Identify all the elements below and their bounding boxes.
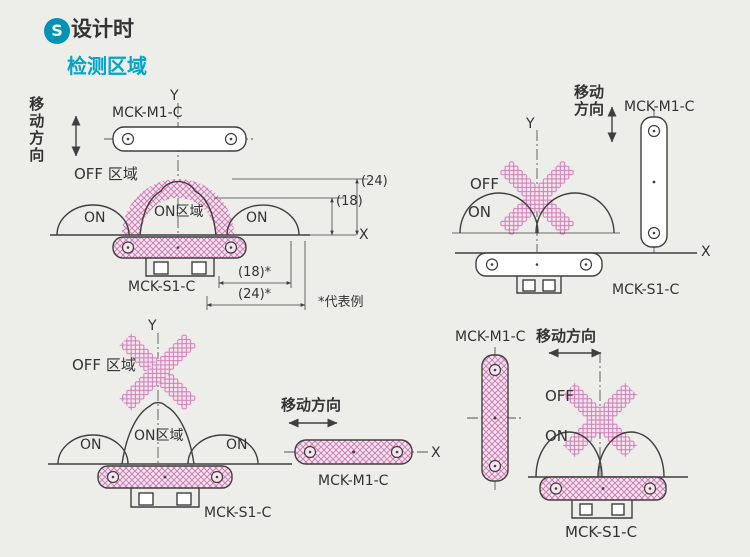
on-lobe-left [56, 204, 130, 236]
on-zone-label: ON [84, 210, 106, 226]
on-lobe-right [187, 434, 259, 465]
magnet-model-label: MCK-M1-C [455, 329, 526, 345]
sensor-model-label: MCK-S1-C [128, 279, 196, 295]
magnet-model-label: MCK-M1-C [112, 105, 183, 121]
diagram-bottom-middle [284, 418, 428, 465]
sensor-bracket [571, 500, 633, 519]
hysteresis-cross [562, 382, 638, 458]
y-axis-label: Y [148, 318, 157, 334]
magnet-model-label: MCK-M1-C [624, 99, 695, 115]
on-lobe-left [57, 434, 129, 465]
dimension-label-18: (18) [336, 194, 363, 209]
sensor-bracket [130, 488, 200, 508]
on-lobe-left [459, 192, 539, 234]
diagram-top-right [452, 106, 697, 294]
magnet-body [112, 126, 247, 152]
sensor-bracket [145, 258, 215, 277]
dimension-label-24: (24) [361, 174, 388, 189]
on-lobe-center [139, 180, 217, 236]
on-zone-label: ON区域 [154, 204, 204, 220]
move-direction-label: 移动方向 [281, 396, 342, 414]
page-title: 设计时 [71, 17, 134, 41]
hysteresis-band [122, 179, 234, 235]
x-axis-label: X [431, 445, 441, 461]
on-lobe-right [226, 204, 300, 236]
on-lobe-right [535, 192, 615, 234]
off-zone-label: OFF [545, 387, 575, 405]
dimension-label-24h: (24)* [238, 287, 272, 302]
x-axis-label: X [359, 227, 369, 243]
hysteresis-cross [119, 333, 197, 411]
section-subtitle: 检测区域 [67, 54, 147, 78]
section-badge: S [44, 18, 70, 44]
diagram-top-left [50, 103, 368, 310]
dimension-label-18h: (18)* [238, 265, 272, 280]
on-zone-label: ON区域 [134, 428, 184, 444]
on-lobe-left [535, 431, 603, 478]
diagram-bottom-right [467, 347, 688, 519]
y-axis-label: Y [526, 116, 535, 132]
on-zone-label: ON [545, 427, 569, 445]
x-axis-label: X [701, 244, 711, 260]
on-lobe-center [121, 401, 195, 465]
off-zone-label: OFF 区域 [72, 356, 136, 374]
sensor-model-label: MCK-S1-C [204, 505, 272, 521]
off-zone-label: OFF 区域 [74, 165, 138, 183]
move-direction-label: 移动方向 [27, 96, 46, 164]
footnote-label: *代表例 [318, 295, 364, 310]
on-lobe-right [597, 431, 665, 478]
on-zone-label: ON [80, 437, 102, 453]
sensor-model-label: MCK-S1-C [612, 282, 680, 298]
diagram-bottom-left [48, 333, 292, 508]
sensor-model-label: MCK-S1-C [565, 523, 638, 541]
sensor-body [475, 252, 603, 277]
move-direction-label: 移动方向 [536, 327, 597, 345]
on-zone-label: ON [226, 437, 248, 453]
off-zone-label: OFF [470, 175, 500, 193]
on-zone-label: ON [468, 203, 492, 221]
y-axis-label: Y [170, 88, 179, 104]
magnet-model-label: MCK-M1-C [318, 473, 389, 489]
move-direction-label: 移动 方向 [574, 83, 605, 118]
sensor-bracket [516, 276, 562, 294]
sensor-body [112, 236, 247, 259]
on-zone-label: ON [246, 210, 268, 226]
hysteresis-cross [498, 159, 576, 237]
